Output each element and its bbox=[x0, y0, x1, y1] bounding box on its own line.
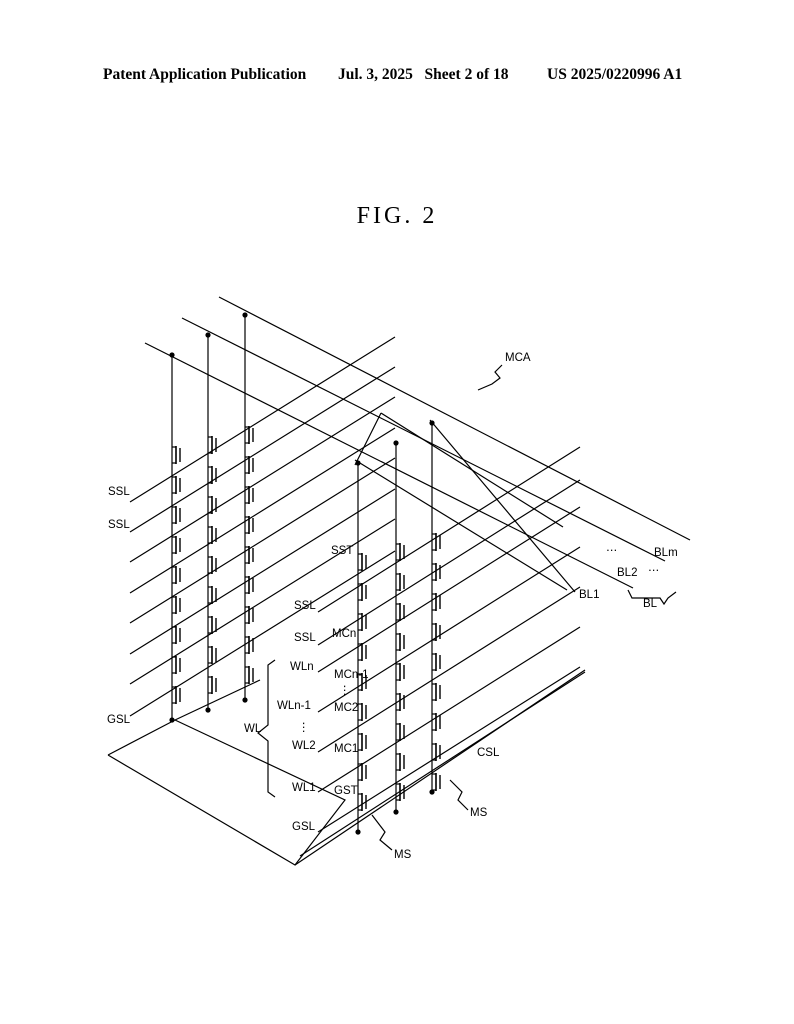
bit-line-lead bbox=[429, 419, 576, 593]
label-sst: SST bbox=[331, 545, 353, 557]
back-block-line-3 bbox=[129, 396, 396, 563]
label-bl2: BL2 bbox=[617, 567, 637, 579]
back-block-line-4 bbox=[129, 427, 396, 594]
publication-date-sheet: Jul. 3, 2025 Sheet 2 of 18 bbox=[338, 66, 509, 83]
label-mcn-1: MCn-1 bbox=[334, 669, 369, 681]
label-ssl-back-bottom: SSL bbox=[108, 519, 130, 531]
label-mc2: MC2 bbox=[334, 702, 358, 714]
front-block-line-3 bbox=[317, 506, 581, 673]
ms-bottom-pointer bbox=[371, 814, 393, 851]
back-string-top-node-1 bbox=[169, 352, 175, 358]
front-block-line-1 bbox=[317, 446, 581, 613]
label-gst: GST bbox=[334, 785, 358, 797]
ms-right-pointer bbox=[449, 779, 469, 811]
front-block-line-4 bbox=[317, 546, 581, 713]
wl-brace bbox=[257, 659, 276, 798]
label-gsl-back: GSL bbox=[107, 714, 131, 726]
bit-line-3 bbox=[218, 296, 691, 541]
back-string-bottom-node-3 bbox=[242, 697, 248, 703]
front-string-top-node-1 bbox=[355, 460, 361, 466]
circuit-nodes bbox=[169, 312, 435, 835]
label-wln-1: WLn-1 bbox=[277, 700, 311, 712]
bl-brace bbox=[627, 589, 677, 606]
label-bl1: BL1 bbox=[579, 589, 599, 601]
label-mca: MCA bbox=[505, 352, 531, 364]
front-string-top-node-2 bbox=[393, 440, 399, 446]
front-top-line-3 bbox=[354, 412, 382, 466]
front-top-line-1 bbox=[354, 459, 568, 591]
back-block-line-8 bbox=[129, 550, 396, 717]
back-block-line-7 bbox=[129, 518, 396, 685]
back-string-bottom-node-2 bbox=[205, 707, 211, 713]
front-string-bottom-node-3 bbox=[429, 789, 435, 795]
label-ssl-back-top: SSL bbox=[108, 486, 130, 498]
label-ms-right: MS bbox=[470, 807, 488, 819]
back-block-line-2 bbox=[129, 366, 396, 533]
label-csl: CSL bbox=[477, 747, 500, 759]
bitline-ellipsis: ⋯ bbox=[606, 545, 618, 557]
label-gsl-front: GSL bbox=[292, 821, 316, 833]
back-string-bottom-node-1 bbox=[169, 717, 175, 723]
front-string-top-node-3 bbox=[429, 420, 435, 426]
label-mc1: MC1 bbox=[334, 743, 358, 755]
label-blm: BLm bbox=[654, 547, 678, 559]
front-top-line-2 bbox=[380, 412, 564, 528]
publication-number: US 2025/0220996 A1 bbox=[547, 66, 683, 83]
label-wl2: WL2 bbox=[292, 740, 316, 752]
bitline-ellipsis-2: ⋯ bbox=[648, 565, 660, 577]
front-block-line-2 bbox=[317, 479, 581, 646]
back-string-top-node-2 bbox=[205, 332, 211, 338]
substrate-plane-back bbox=[107, 719, 346, 866]
back-string-top-node-3 bbox=[242, 312, 248, 318]
front-string-bottom-node-1 bbox=[355, 829, 361, 835]
front-string-bottom-node-2 bbox=[393, 809, 399, 815]
mca-pointer bbox=[477, 364, 503, 391]
label-ssl-front-top: SSL bbox=[294, 600, 316, 612]
label-wl-group: WL bbox=[244, 723, 262, 735]
front-block-line-5 bbox=[317, 586, 581, 753]
label-bl-group: BL bbox=[643, 598, 658, 610]
label-wln: WLn bbox=[290, 661, 314, 673]
label-ssl-front-bottom: SSL bbox=[294, 632, 316, 644]
circuit-lines bbox=[107, 296, 691, 866]
label-wl1: WL1 bbox=[292, 782, 316, 794]
cell-vertical-ellipsis: ⋮ bbox=[339, 685, 351, 697]
wordline-vertical-ellipsis: ⋮ bbox=[298, 722, 310, 734]
label-ms-bottom: MS bbox=[394, 849, 412, 861]
publication-type: Patent Application Publication bbox=[103, 66, 307, 83]
label-mcn: MCn bbox=[332, 628, 356, 640]
back-block-line-1 bbox=[129, 336, 396, 503]
figure-title: FIG. 2 bbox=[356, 203, 438, 229]
common-source-line bbox=[299, 671, 586, 857]
back-block-line-5 bbox=[129, 457, 396, 624]
bit-line-1 bbox=[144, 342, 634, 589]
substrate-back-edge bbox=[174, 679, 261, 721]
